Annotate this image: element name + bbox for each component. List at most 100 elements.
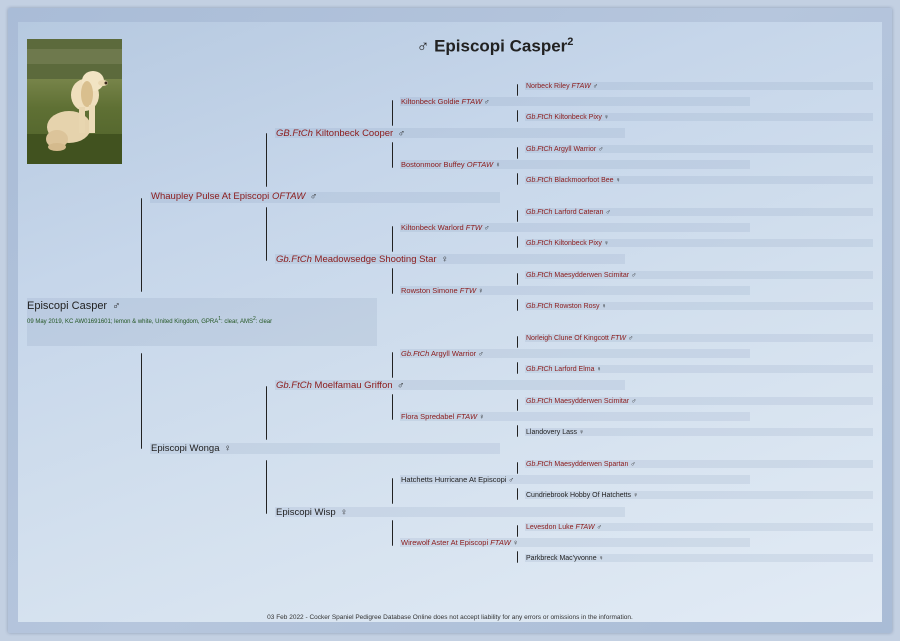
dog-name[interactable]: Levesdon Luke <box>526 524 574 531</box>
bracket-g4 <box>517 525 518 537</box>
dog-name[interactable]: Parkbreck Mac'yvonne <box>526 555 597 562</box>
sex-symbol: ♂ <box>397 380 405 391</box>
dog-name[interactable]: Meadowsedge Shooting Star <box>314 254 437 265</box>
g3-dog[interactable]: Hatchetts Hurricane At Episcopi♂ <box>401 476 514 484</box>
bracket-sire <box>141 198 142 292</box>
g2-dog[interactable]: Episcopi Wisp ♀ <box>276 508 347 518</box>
dog-name[interactable]: Episcopi Wonga <box>151 443 220 454</box>
g2-band <box>275 507 625 517</box>
dog-name[interactable]: Argyll Warrior <box>431 349 477 358</box>
sex-symbol: ♀ <box>478 286 484 295</box>
sire[interactable]: Whaupley Pulse At Episcopi OFTAW ♂ <box>151 192 317 202</box>
g4-dog[interactable]: Gb.FtCh Larford Elma♀ <box>526 366 602 373</box>
dog-name[interactable]: Larford Elma <box>554 366 595 373</box>
g4-dog[interactable]: Gb.FtCh Kiltonbeck Pixy♀ <box>526 114 609 121</box>
sex-symbol: ♂ <box>478 349 484 358</box>
g4-dog[interactable]: Gb.FtCh Kiltonbeck Pixy♀ <box>526 240 609 247</box>
dog-name[interactable]: Wirewolf Aster At Episcopi <box>401 538 489 547</box>
g4-band <box>525 554 873 562</box>
dog-name[interactable]: Episcopi Wisp <box>276 507 336 518</box>
g3-dog[interactable]: Kiltonbeck Goldie FTAW♂ <box>401 98 490 106</box>
g3-band <box>400 286 750 295</box>
g4-dog[interactable]: Gb.FtCh Maesydderwen Spartan♂ <box>526 461 636 468</box>
dog-title-prefix: Gb.FtCh <box>526 240 553 247</box>
g3-band <box>400 223 750 232</box>
g3-dog[interactable]: Flora Spredabel FTAW♀ <box>401 413 485 421</box>
g4-band <box>525 460 873 468</box>
bracket-g4 <box>517 110 518 122</box>
g4-dog[interactable]: Norbeck Riley FTAW♂ <box>526 83 598 90</box>
page-title: ♂ Episcopi Casper2 <box>0 36 900 57</box>
g4-dog[interactable]: Gb.FtCh Blackmoorfoot Bee♀ <box>526 177 621 184</box>
sex-symbol: ♂ <box>605 209 611 216</box>
dog-name[interactable]: Hatchetts Hurricane At Episcopi <box>401 475 507 484</box>
g4-dog[interactable]: Gb.FtCh Maesydderwen Scimitar♂ <box>526 272 636 279</box>
dog-title-suffix: FTW <box>465 223 483 232</box>
dog-name[interactable]: Argyll Warrior <box>554 146 597 153</box>
g2-dog[interactable]: GB.FtCh Kiltonbeck Cooper ♂ <box>276 129 405 139</box>
dog-title-suffix: FTW <box>459 286 477 295</box>
dog-title-prefix: Gb.FtCh <box>526 303 553 310</box>
sex-symbol: ♀ <box>633 492 639 499</box>
dog-name[interactable]: Maesydderwen Spartan <box>554 461 629 468</box>
dog-name[interactable]: Whaupley Pulse At Episcopi <box>151 191 270 202</box>
g3-dog[interactable]: Gb.FtCh Argyll Warrior♂ <box>401 350 484 358</box>
g3-dog[interactable]: Wirewolf Aster At Episcopi FTAW♀ <box>401 539 518 547</box>
dam[interactable]: Episcopi Wonga ♀ <box>151 444 231 454</box>
g3-dog[interactable]: Bostonmoor Buffey OFTAW♀ <box>401 161 501 169</box>
g4-dog[interactable]: Cundriebrook Hobby Of Hatchetts♀ <box>526 492 638 499</box>
dog-name[interactable]: Llandovery Lass <box>526 429 577 436</box>
bracket-g4 <box>517 173 518 185</box>
dog-name[interactable]: Maesydderwen Scimitar <box>554 272 630 279</box>
dog-name[interactable]: Rowston Rosy <box>554 303 600 310</box>
dog-name[interactable]: Kiltonbeck Warlord <box>401 223 464 232</box>
g2-dog[interactable]: Gb.FtCh Moelfamau Griffon ♂ <box>276 381 404 391</box>
info-text: 09 May 2019, KC AW01691601; lemon & whit… <box>27 319 219 325</box>
g3-band <box>400 538 750 547</box>
dog-name[interactable]: Kiltonbeck Goldie <box>401 97 460 106</box>
bracket-g3 <box>392 520 393 546</box>
dog-name[interactable]: Rowston Simone <box>401 286 458 295</box>
sex-symbol: ♀ <box>512 538 519 547</box>
dog-photo <box>27 39 122 164</box>
dog-name[interactable]: Norleigh Clune Of Kingcott <box>526 335 609 342</box>
g4-band <box>525 208 873 216</box>
g4-dog[interactable]: Gb.FtCh Argyll Warrior♂ <box>526 146 603 153</box>
bracket-g4 <box>517 84 518 96</box>
g3-dog[interactable]: Kiltonbeck Warlord FTW♂ <box>401 224 490 232</box>
dog-name[interactable]: Moelfamau Griffon <box>314 380 393 391</box>
g4-band <box>525 302 873 310</box>
dog-title-suffix: FTAW <box>575 524 595 531</box>
dog-name[interactable]: Kiltonbeck Cooper <box>315 128 394 139</box>
bracket-g2 <box>266 460 267 514</box>
g3-band <box>400 412 750 421</box>
g2-band <box>275 254 625 264</box>
g4-band <box>525 82 873 90</box>
g4-dog[interactable]: Levesdon Luke FTAW♂ <box>526 524 602 531</box>
dog-name[interactable]: Bostonmoor Buffey <box>401 160 465 169</box>
sex-symbol: ♀ <box>598 555 604 562</box>
dog-name[interactable]: Flora Spredabel <box>401 412 455 421</box>
g4-band <box>525 113 873 121</box>
g4-dog[interactable]: Gb.FtCh Maesydderwen Scimitar♂ <box>526 398 636 405</box>
dog-name[interactable]: Blackmoorfoot Bee <box>554 177 614 184</box>
g4-band <box>525 145 873 153</box>
subject-name[interactable]: Episcopi Casper <box>27 300 108 312</box>
dog-name[interactable]: Norbeck Riley <box>526 83 570 90</box>
dog-name[interactable]: Kiltonbeck Pixy <box>554 114 602 121</box>
dog-title-prefix: Gb.FtCh <box>526 366 553 373</box>
dog-title-prefix: Gb.FtCh <box>526 209 553 216</box>
g4-dog[interactable]: Gb.FtCh Rowston Rosy♀ <box>526 303 607 310</box>
dog-name[interactable]: Maesydderwen Scimitar <box>554 398 630 405</box>
g2-dog[interactable]: Gb.FtCh Meadowsedge Shooting Star ♀ <box>276 255 448 265</box>
g4-dog[interactable]: Llandovery Lass♀ <box>526 429 584 436</box>
g3-band <box>400 97 750 106</box>
g3-dog[interactable]: Rowston Simone FTW♀ <box>401 287 484 295</box>
sex-symbol: ♂ <box>397 128 405 139</box>
dog-name[interactable]: Cundriebrook Hobby Of Hatchetts <box>526 492 632 499</box>
g4-dog[interactable]: Norleigh Clune Of Kingcott FTW♂ <box>526 335 633 342</box>
g4-dog[interactable]: Parkbreck Mac'yvonne♀ <box>526 555 604 562</box>
dog-name[interactable]: Kiltonbeck Pixy <box>554 240 602 247</box>
g4-dog[interactable]: Gb.FtCh Larford Cateran♂ <box>526 209 611 216</box>
dog-name[interactable]: Larford Cateran <box>554 209 604 216</box>
